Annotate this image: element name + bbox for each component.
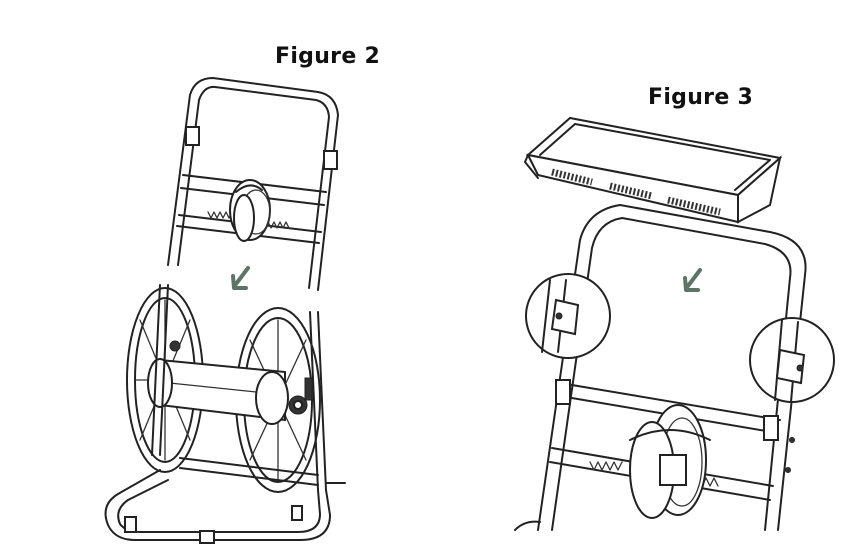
detail-callout-left (525, 273, 611, 359)
figure-2: Figure 2 (0, 0, 420, 557)
handle-frame (167, 77, 339, 291)
down-left-arrow-icon (683, 268, 702, 292)
reel-base (104, 284, 346, 544)
figure-2-illustration (104, 77, 346, 544)
handle-frame (537, 204, 807, 531)
wheel-hint (514, 520, 541, 531)
figure-3-illustration (514, 116, 835, 531)
figure-2-title: Figure 2 (275, 44, 381, 69)
tray-vents (551, 168, 721, 216)
figure-3: Figure 3 (420, 0, 842, 557)
crank-reel (589, 404, 719, 519)
down-left-arrow-icon (231, 266, 250, 290)
figure-3-title: Figure 3 (648, 85, 754, 110)
detail-callout-right (749, 317, 835, 403)
tray (524, 116, 783, 224)
